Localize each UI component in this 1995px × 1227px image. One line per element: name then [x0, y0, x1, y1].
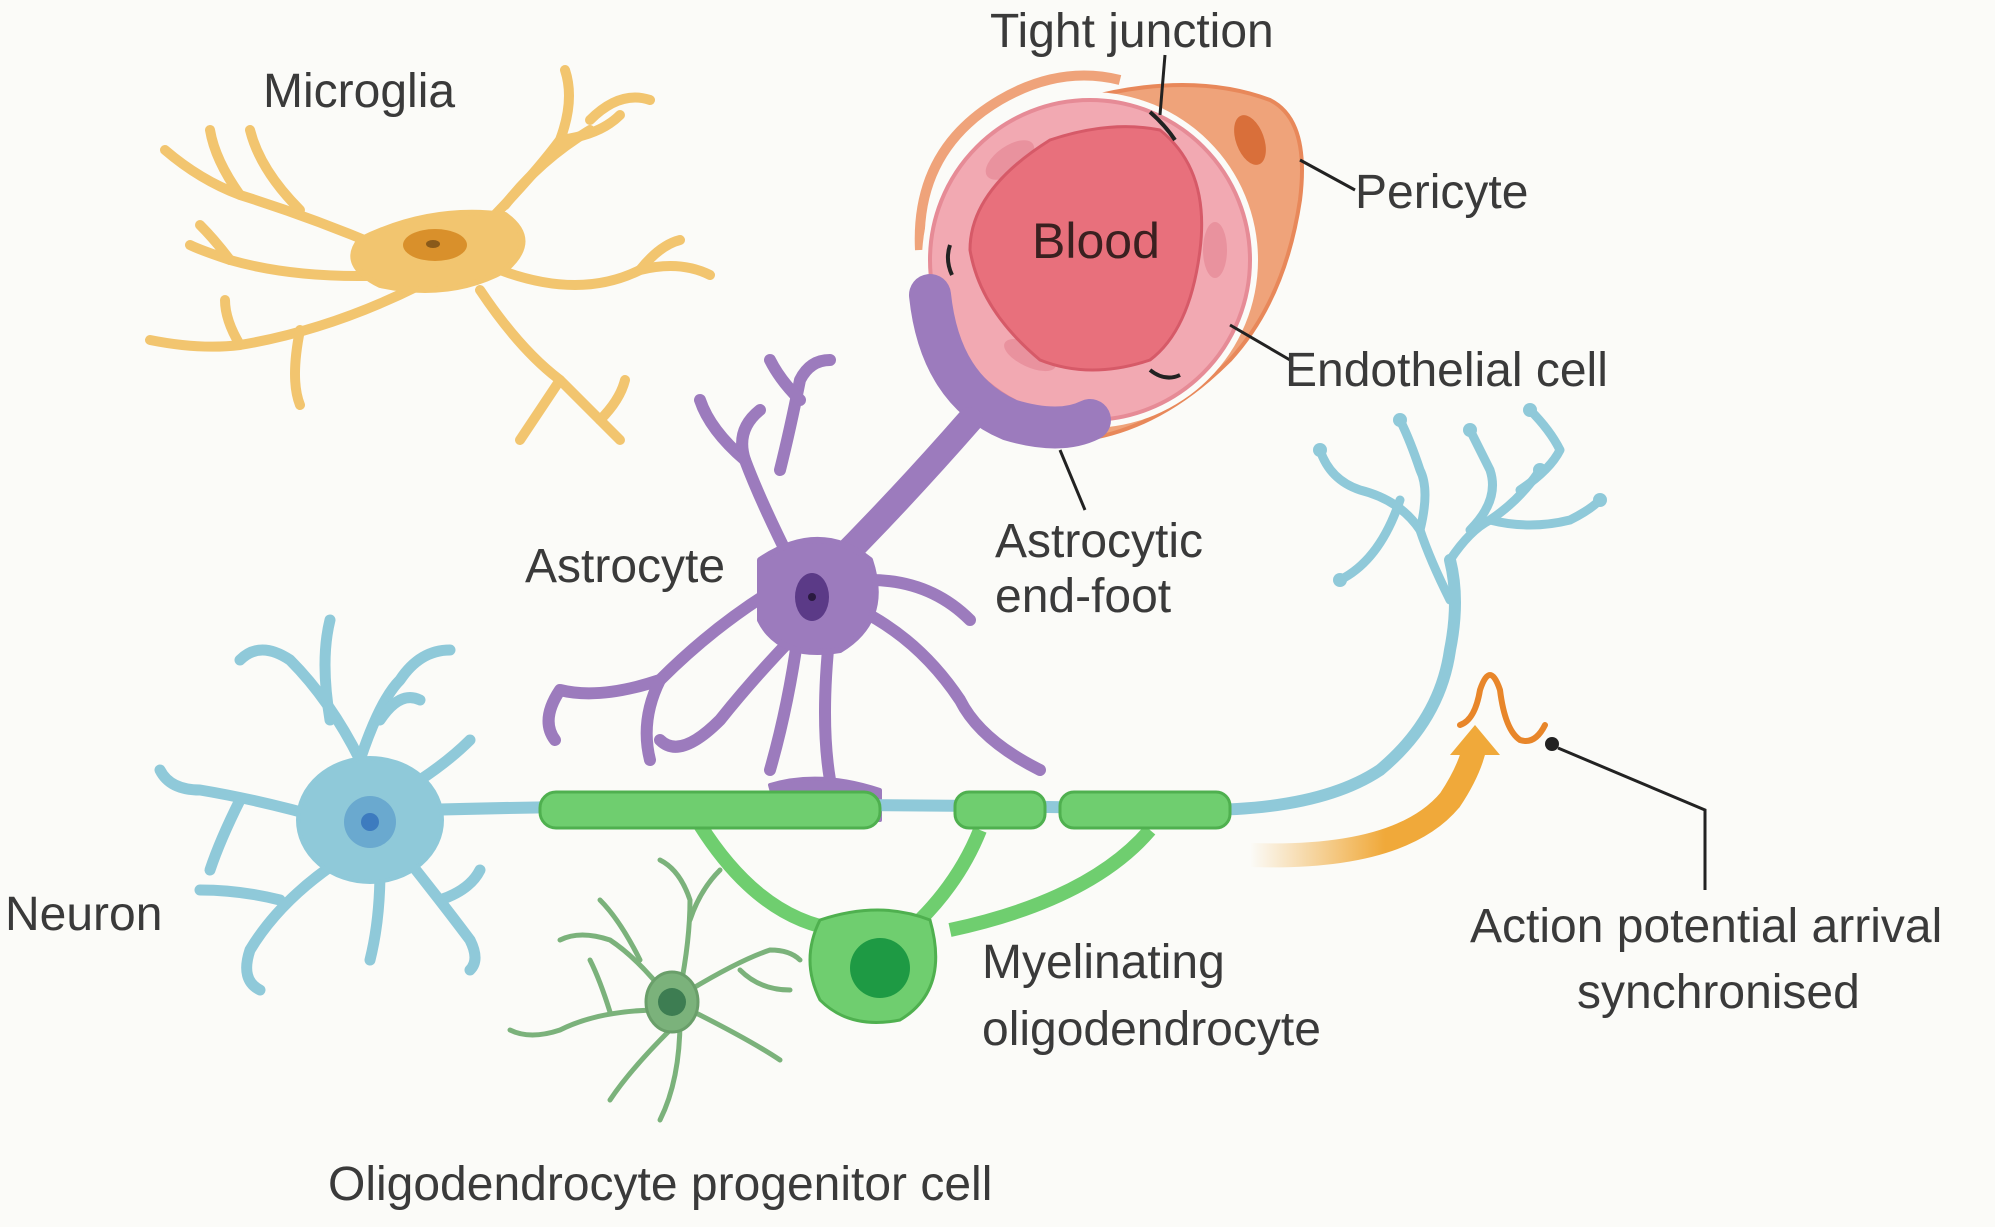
label-action-potential-1: Action potential arrival: [1470, 900, 1942, 953]
leader-lines: [1058, 54, 1707, 890]
action-potential-marker: [1545, 737, 1559, 751]
action-potential: [1238, 672, 1559, 868]
label-endothelial-cell: Endothelial cell: [1285, 344, 1608, 397]
myelin-segment-3: [1058, 790, 1232, 830]
label-astrocytic-end-foot-2: end-foot: [995, 570, 1171, 623]
label-neuron: Neuron: [5, 888, 162, 941]
pericyte-nucleus: [1234, 115, 1266, 165]
opc-nucleus: [658, 988, 686, 1016]
label-myelinating-2: oligodendrocyte: [982, 1003, 1321, 1056]
label-tight-junction: Tight junction: [990, 5, 1274, 58]
neuron-cell: [154, 403, 1607, 996]
myelinating-oligodendrocyte: [538, 790, 1232, 1024]
label-astrocytic-end-foot-1: Astrocytic: [995, 515, 1203, 568]
opc-cell: [507, 857, 803, 1123]
myelin-segment-1: [538, 790, 882, 830]
label-pericyte: Pericyte: [1355, 166, 1528, 219]
blood-vessel: [914, 70, 1304, 443]
astrocyte-cell: [542, 274, 1111, 824]
label-myelinating-1: Myelinating: [982, 936, 1225, 989]
label-astrocyte: Astrocyte: [525, 540, 725, 593]
oligodendrocyte-nucleus: [850, 938, 910, 998]
label-microglia: Microglia: [263, 65, 455, 118]
label-action-potential-2: synchronised: [1577, 966, 1860, 1019]
blood-lumen: [968, 125, 1204, 372]
microglia-cell: [145, 65, 715, 445]
label-opc: Oligodendrocyte progenitor cell: [328, 1158, 992, 1211]
label-blood: Blood: [1032, 213, 1160, 269]
neuron-nucleus: [361, 813, 379, 831]
myelin-segment-2: [953, 790, 1047, 830]
